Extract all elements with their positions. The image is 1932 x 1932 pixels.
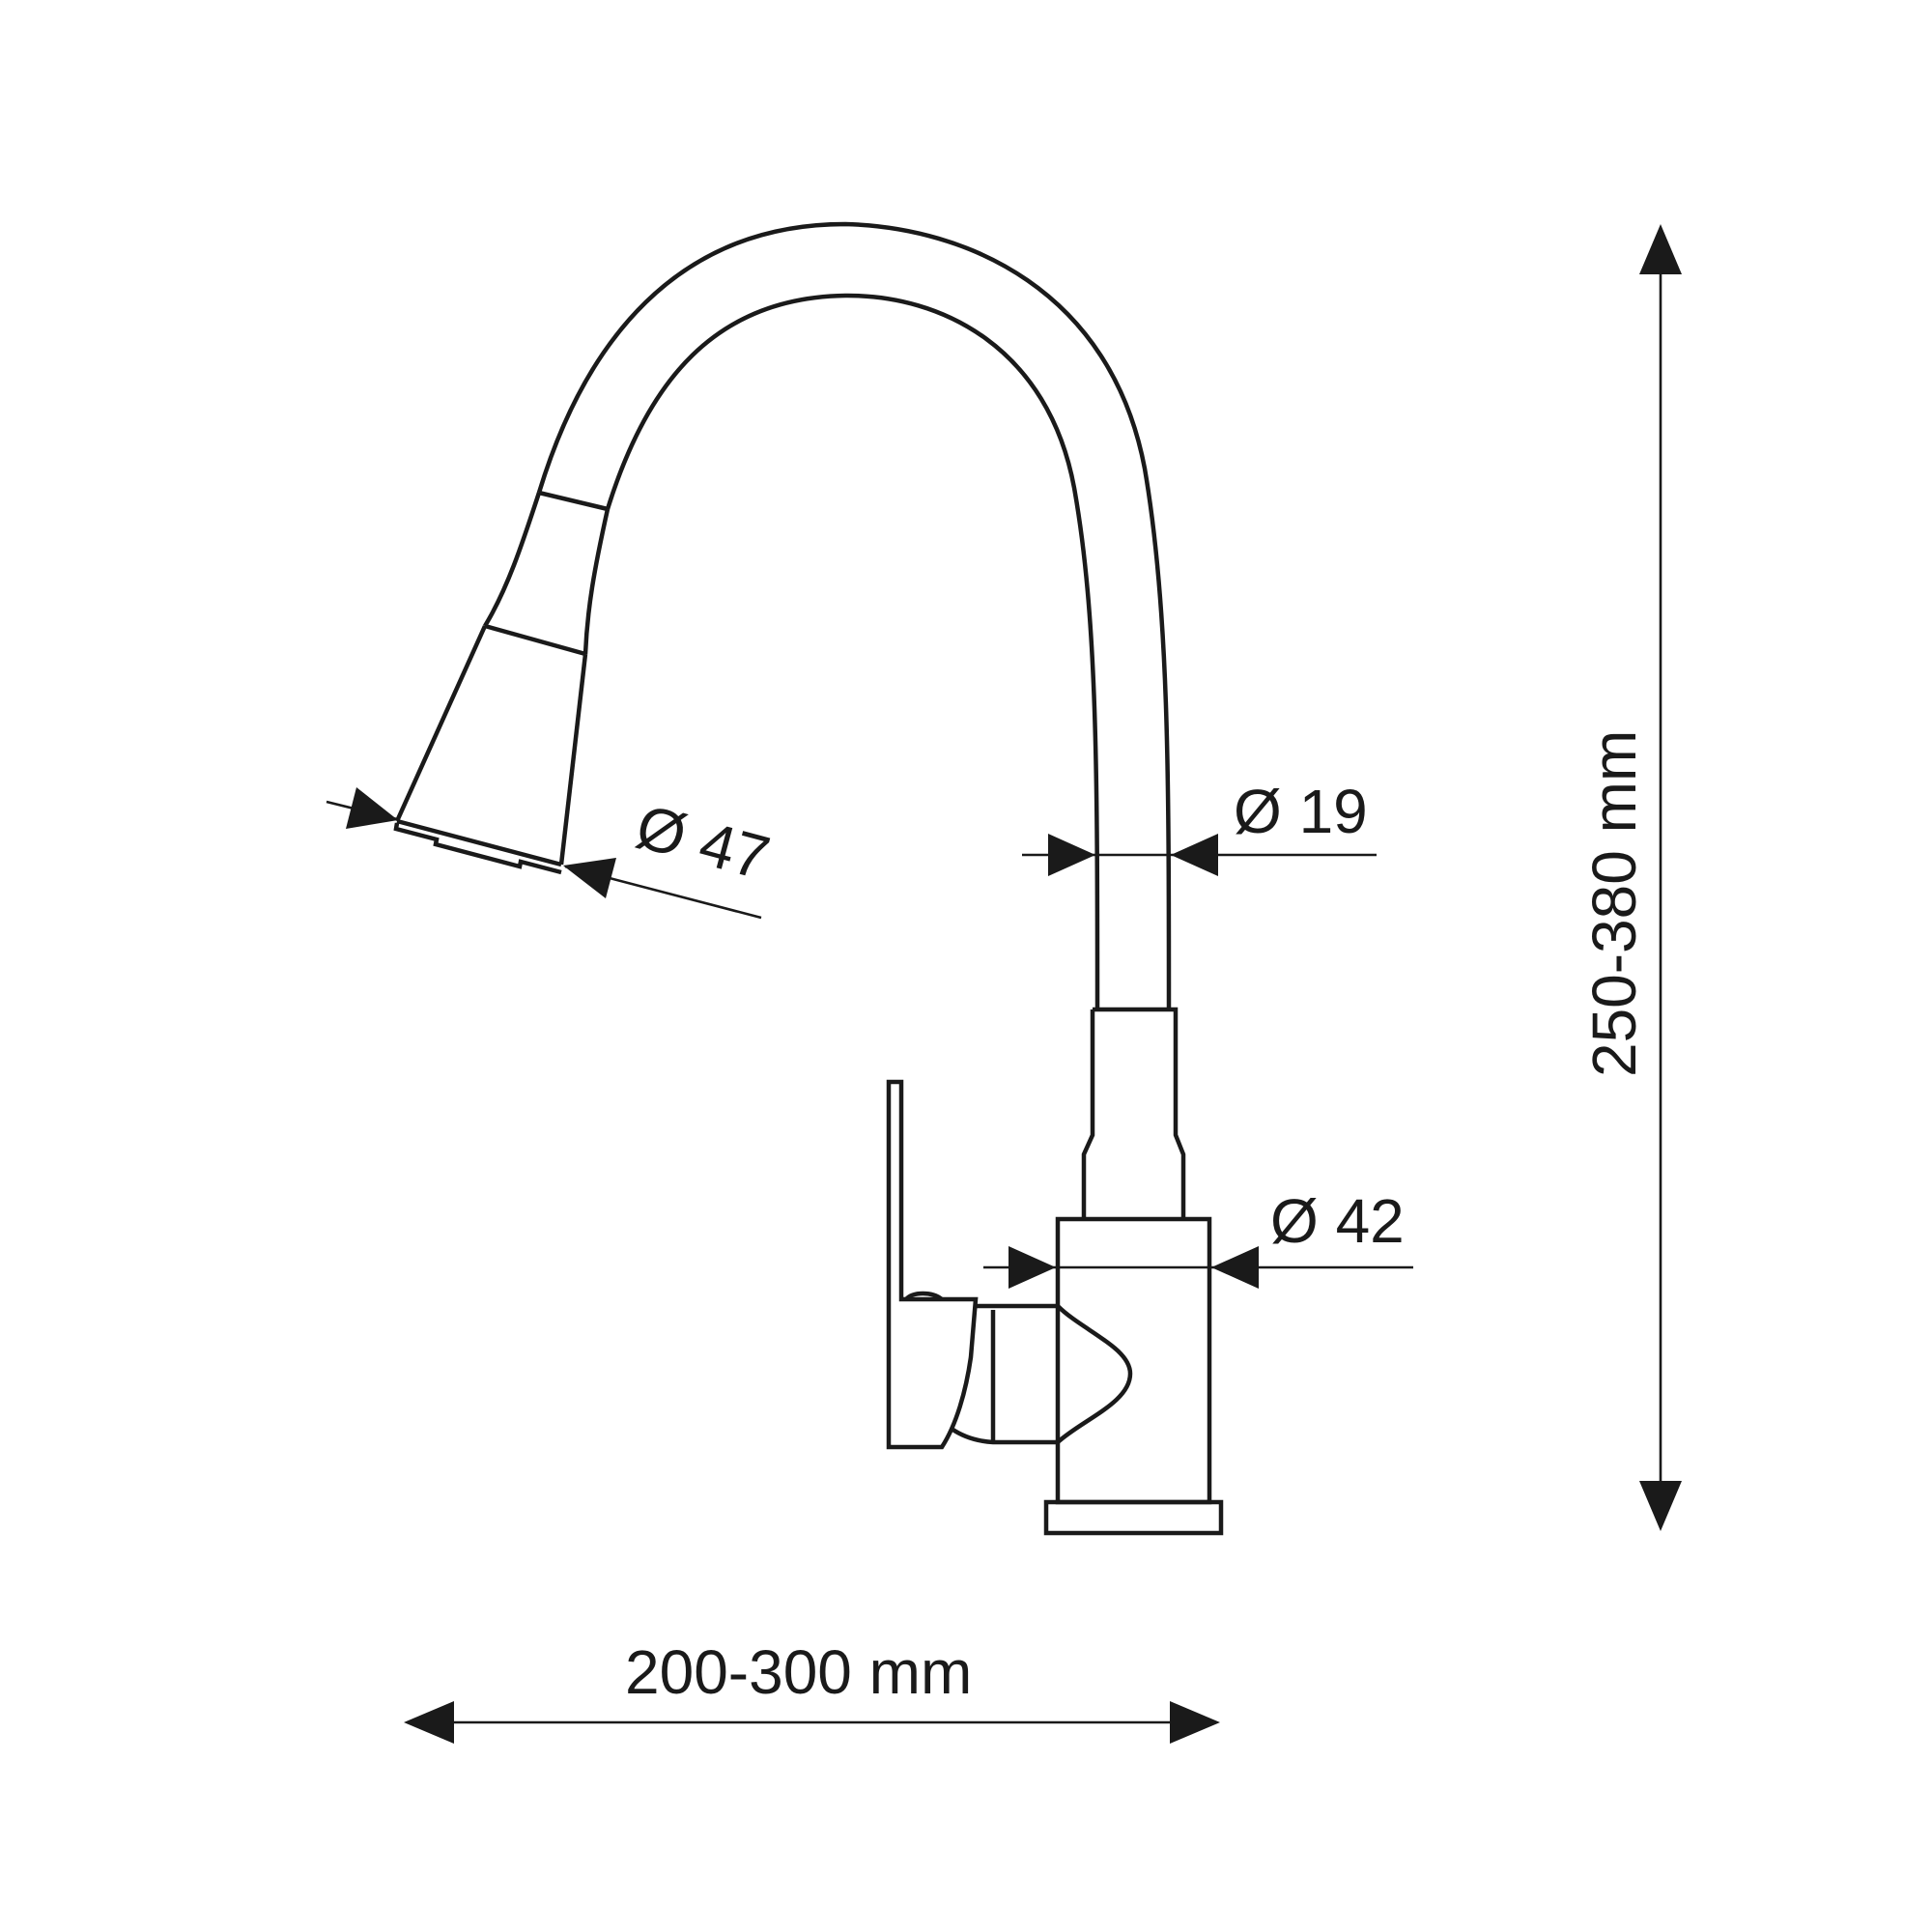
head-ring-bottom bbox=[484, 623, 586, 657]
arrow-head-left bbox=[346, 787, 398, 829]
head-face-strip bbox=[393, 822, 562, 875]
dim-head-diameter bbox=[326, 787, 762, 920]
head-ring-top bbox=[538, 490, 609, 512]
lever-knob bbox=[904, 1291, 944, 1301]
handle-hub bbox=[950, 1303, 1133, 1445]
mixer-body bbox=[1055, 1216, 1212, 1505]
spout-outer-curve bbox=[536, 221, 1172, 1010]
head-cone-left bbox=[394, 625, 488, 822]
dim-height bbox=[1639, 224, 1682, 1531]
head-cone-right bbox=[558, 653, 588, 866]
label-height: 250-380 mm bbox=[1579, 730, 1649, 1077]
spout-collar bbox=[1081, 1007, 1186, 1217]
lever-handle bbox=[886, 1079, 979, 1450]
head-upper-right bbox=[582, 508, 611, 655]
arrow-body-right bbox=[1211, 1246, 1259, 1289]
head-upper-left bbox=[483, 492, 542, 628]
arrow-height-bottom bbox=[1639, 1481, 1682, 1531]
arrow-spout-left bbox=[1048, 834, 1095, 876]
arrow-reach-right bbox=[1170, 1701, 1220, 1744]
dim-reach bbox=[404, 1701, 1220, 1744]
base-plate bbox=[1043, 1499, 1224, 1536]
faucet-outline bbox=[393, 221, 1224, 1536]
arrow-height-top bbox=[1639, 224, 1682, 274]
arrow-reach-left bbox=[404, 1701, 454, 1744]
label-reach: 200-300 mm bbox=[625, 1637, 972, 1707]
label-body-diameter: Ø 42 bbox=[1270, 1186, 1405, 1256]
label-head-diameter: Ø 47 bbox=[629, 791, 777, 893]
arrow-spout-right bbox=[1171, 834, 1218, 876]
dim-body-diameter bbox=[983, 1246, 1413, 1289]
spout-inner-curve bbox=[605, 293, 1100, 1010]
label-spout-diameter: Ø 19 bbox=[1234, 777, 1368, 846]
arrow-head-right bbox=[563, 858, 616, 898]
head-face-line bbox=[396, 818, 562, 867]
dim-spout-diameter bbox=[1022, 833, 1377, 877]
arrow-body-left bbox=[1009, 1246, 1056, 1289]
